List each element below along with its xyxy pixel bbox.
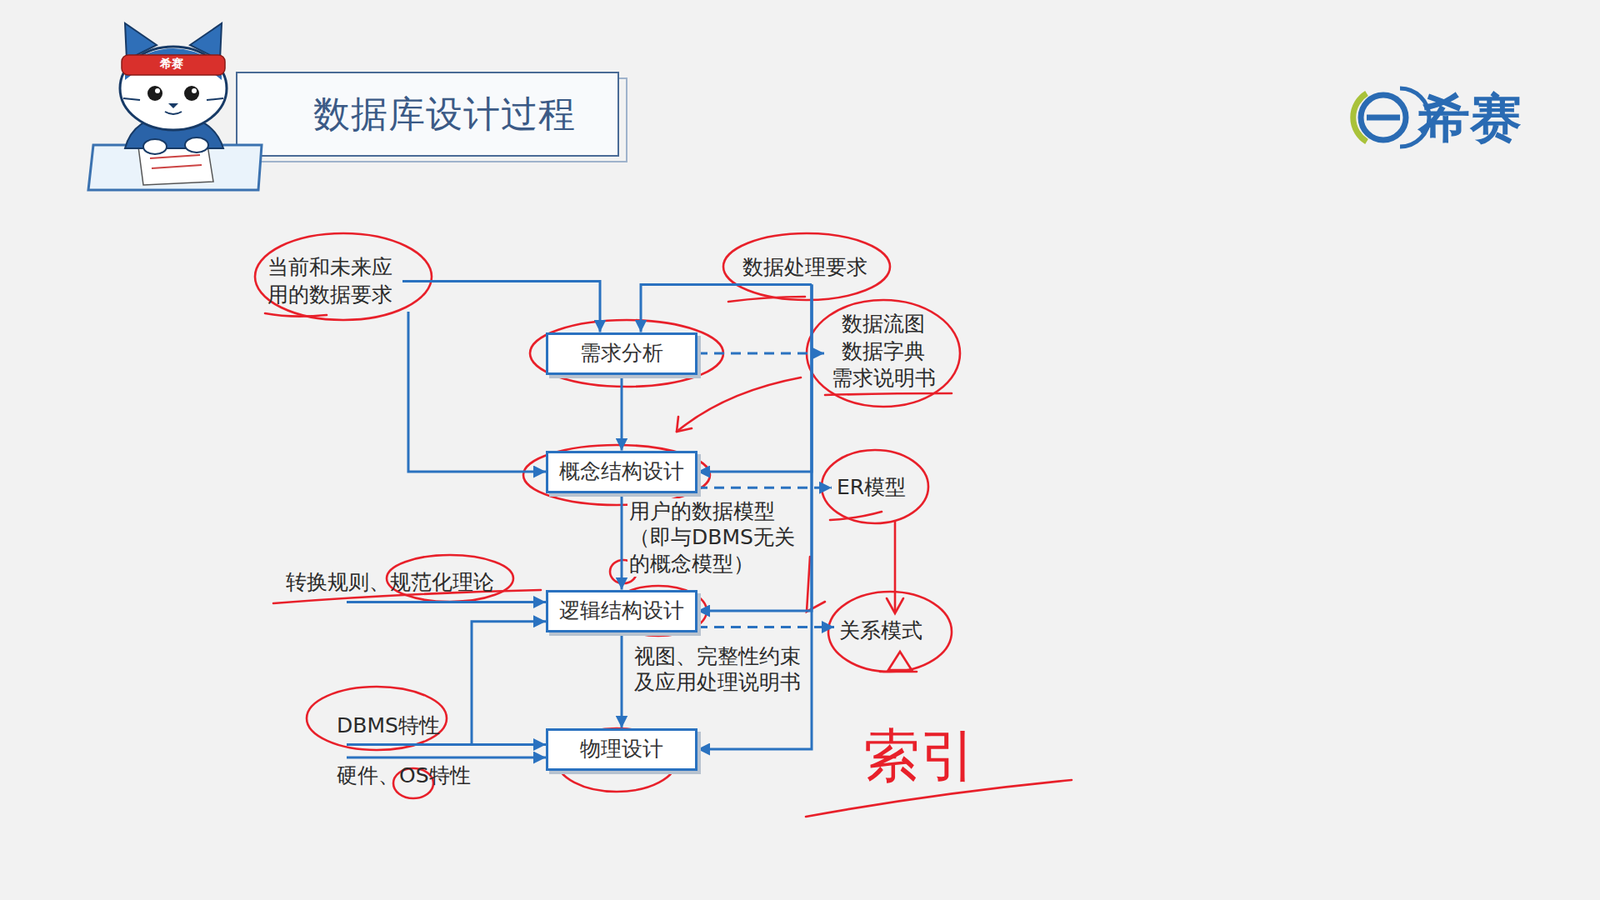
node-text: DBMS特性 [336,712,440,740]
cat-mascot-part [165,111,182,115]
cat-mascot-part [120,46,227,130]
handwritten-note: 索引 [863,718,977,795]
node-text: ER模型 [836,474,906,502]
handwritten-marks-part [888,651,912,670]
cat-mascot-part [191,88,197,94]
title-banner [236,72,627,162]
node-text: 当前和未来应用的数据要求 [267,254,398,309]
node-text: 转换规则、规范化理论 [285,569,495,597]
data-text: 数据流图 数据字典 需求说明书 [829,310,938,393]
node-text: 概念结构设计 [559,458,685,486]
logo-mark-part [1366,115,1400,121]
data-text: ER模型 [836,474,906,502]
handwritten-marks-part [676,416,692,432]
edge-label: 视图、完整性约束及应用处理说明书 [632,643,808,696]
handwritten-marks-part [894,521,897,612]
handwritten-marks-part [676,377,801,432]
handwritten-marks-part [530,320,724,387]
cat-mascot-part [147,85,163,101]
handwritten-marks-part [830,511,882,520]
data-text: 转换规则、规范化理论 [285,569,495,597]
data-text: 当前和未来应用的数据要求 [267,254,398,309]
data-text: 关系模式 [839,617,923,645]
cat-mascot-part [206,98,224,100]
edge-label: 用户的数据模型（即与DBMS无关的概念模型） [627,498,798,577]
data-text: 硬件、OS特性 [336,762,471,790]
process-box: 逻辑结构设计 [545,590,698,633]
cat-mascot-part [155,88,160,94]
handwritten-marks-part [821,450,929,524]
flow-arrow [346,756,546,760]
cat-mascot-part [185,137,209,153]
handwritten-marks-part [806,300,960,407]
node-text: 数据流图 数据字典 需求说明书 [829,310,938,393]
title-banner-part [236,72,619,156]
handwritten-marks-part [828,591,952,672]
cat-mascot-part [150,155,200,159]
logo-text: 希赛 [1418,83,1522,154]
logo-mark-part [1360,95,1406,140]
node-text: 逻辑结构设计 [559,597,685,625]
flow-arrow [402,281,600,333]
cat-mascot [88,23,262,190]
flow-arrow [346,743,546,746]
dashed-output-arrow [697,352,825,355]
cat-mascot-part [184,85,200,101]
headband-text: 希赛 [160,56,184,72]
flow-arrow [640,285,812,333]
cat-mascot-part [151,165,202,169]
cat-mascot-part [123,98,140,100]
cat-mascot-part [143,139,167,155]
node-text: 需求分析 [580,340,664,368]
node-text: 硬件、OS特性 [336,762,471,790]
flow-arrow [346,600,546,604]
dashed-output-arrow [697,625,835,629]
node-text: 关系模式 [839,617,923,645]
handwritten-marks-part [265,313,327,317]
flow-arrow [408,311,546,472]
handwritten-marks-part [306,686,447,750]
flow-arrow [620,375,624,451]
dashed-output-arrow [697,486,832,490]
logo-mark [1353,88,1430,147]
handwritten-marks [255,233,1072,817]
data-text: DBMS特性 [336,712,440,740]
handwritten-marks-part [523,445,710,505]
handwritten-marks-part [723,233,890,300]
handwritten-marks-part [880,670,917,674]
cat-mascot-part [121,55,225,75]
handwritten-marks-part [825,393,952,395]
cat-mascot-part [168,103,179,109]
flow-arrow [620,493,624,590]
handwritten-marks-part [806,556,825,612]
data-text: 数据处理要求 [742,254,868,282]
handwritten-marks-part [886,598,904,614]
process-box: 物理设计 [545,728,698,771]
handwritten-marks-part [255,233,432,320]
flow-arrow [697,285,812,473]
handwritten-marks-part [728,296,805,302]
page-title: 数据库设计过程 [313,90,576,140]
process-box: 需求分析 [545,332,698,375]
flow-arrow [620,632,624,729]
node-text: 物理设计 [580,735,664,764]
process-box: 概念结构设计 [545,450,698,494]
node-text: 数据处理要求 [742,254,868,282]
